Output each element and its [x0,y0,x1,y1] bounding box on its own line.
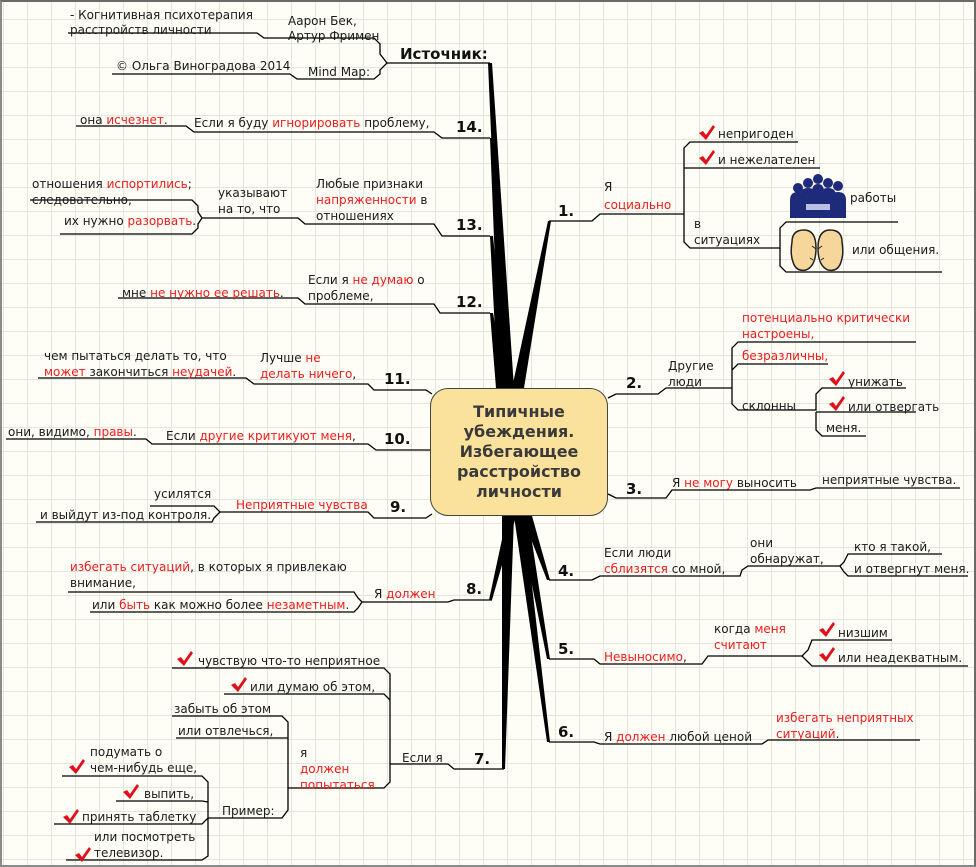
branch-7-think: или думаю об этом, [250,680,376,694]
branch-14-lead: Если я буду игнорировать проблему, [194,116,430,130]
branch-number-3: 3. [626,480,643,498]
branch-number-14: 14. [456,118,483,136]
branch-12-tail: мне не нужно ее решать. [122,286,284,300]
check-icon [829,396,845,411]
branch-number-11: 11. [384,370,411,388]
branch-11-lead: Лучше не делать ничего, [260,351,357,381]
branch-7-must: я должен попытаться [300,746,375,792]
branch-5-lead: Невыносимо, [604,650,687,664]
source-authors: Аарон Бек, Артур Фримен [288,14,380,43]
branch-5-inadequate: или неадекватным. [838,651,963,665]
branch-3-lead: Я не могу выносить [672,476,798,490]
branch-number-9: 9. [390,498,407,516]
branch-5-lower: низшим [838,626,888,640]
branch-4-they: они обнаружат, [750,536,824,566]
people-meeting-icon [790,174,846,218]
source-mindmap-author: © Ольга Виноградова 2014 [116,59,291,73]
branch-number-6: 6. [558,723,575,741]
branch-2-inclined: склонны [742,399,797,413]
branch-1-item-unwanted: и нежелателен [718,153,816,167]
source-book-title: - Когнитивная психотерапия расстройств л… [70,8,253,37]
branch-8-tail-1: избегать ситуаций, в которых я привлекаю… [70,560,347,590]
branch-9-tail-2: и выйдут из-под контроля. [40,508,212,522]
branch-13-tail-1: отношения испортились; следовательно, [32,177,192,207]
spoke-6 [514,516,550,742]
branch-3-tail: неприятные чувства. [822,473,957,487]
branch-number-4: 4. [558,562,575,580]
branch-7-feel: чувствую что-то неприятное [198,654,381,668]
branch-6-lead: Я должен любой ценой [604,730,752,744]
branch-4-reject: и отвергнут меня. [854,562,970,576]
branch-6-tail: избегать неприятных ситуаций. [776,711,914,741]
branch-2-reject: или отвергать [848,400,940,414]
branch-7-example-label: Пример: [222,804,275,818]
branch-11-tail: чем пытаться делать то, что может законч… [44,349,237,379]
branch-2-lead: Другие люди [668,359,714,389]
spoke-12 [490,313,506,388]
branch-7-example-1: подумать о чем-нибудь еще, [90,745,198,775]
branch-13-mid: указывают на то, что [218,186,288,216]
branch-number-13: 13. [456,216,483,234]
branch-number-2: 2. [626,374,643,392]
branch-number-10: 10. [384,430,411,448]
spoke-13 [490,236,508,388]
spoke-7 [502,516,514,769]
branch-13-lead: Любые признаки напряженности в отношения… [316,177,428,223]
check-icon [69,759,85,774]
branch-12-lead: Если я не думаю о проблеме, [308,273,425,303]
branch-13-tail-2: их нужно разорвать. [64,214,197,228]
branch-8-tail-2: или быть как можно более незаметным. [92,598,350,612]
check-icon [63,809,79,824]
branch-number-5: 5. [558,640,575,658]
check-icon [177,651,193,666]
branch-5-when: когда меня считают [714,622,786,652]
branch-14-tail: она исчезнет. [80,113,168,127]
spoke-1 [512,221,551,388]
check-icon [231,677,247,692]
central-topic[interactable]: Типичные убеждения. Избегающее расстройс… [430,388,608,516]
check-icon [123,784,139,799]
branch-7-distract: или отвлечься, [178,724,274,738]
branch-7-example-4: или посмотреть телевизор. [94,830,196,860]
branch-number-7: 7. [474,750,491,768]
check-icon [829,371,845,386]
branch-1-communication: или общения. [852,243,940,257]
check-icon [819,647,835,662]
check-icon [699,150,715,165]
branch-1-in-situations: в ситуациях [694,217,761,247]
branch-9-lead: Неприятные чувства [236,498,368,512]
check-icon [819,622,835,637]
branch-2-humiliate: унижать [848,375,903,389]
branch-4-who: кто я такой, [854,540,931,554]
branch-7-example-3: принять таблетку [82,810,197,824]
branch-number-1: 1. [558,202,575,220]
branch-1-work: работы [850,191,897,205]
branch-2-me: меня. [826,421,862,435]
spoke-8 [489,516,516,600]
branch-2-indifferent: безразличны, [742,349,829,363]
branch-number-12: 12. [456,293,483,311]
source-header: Источник: [400,45,488,63]
branch-number-8: 8. [466,580,483,598]
branch-10-tail: они, видимо, правы. [8,425,137,439]
check-icon [75,847,91,862]
branch-7-forget: забыть об этом [174,702,272,716]
source-mindmap-label: Mind Map: [308,65,371,79]
branch-1-item-unfit: непригоден [718,127,794,141]
branch-2-critical: потенциально критически настроены, [742,311,911,341]
branch-7-lead: Если я [402,751,443,765]
branch-10-lead: Если другие критикуют меня, [166,429,356,443]
check-icon [699,125,715,140]
spoke-source [488,63,514,388]
branch-8-lead: Я должен [374,587,436,601]
spoke-14 [490,138,510,388]
branch-9-tail-1: усилятся [154,487,212,501]
faces-icon [790,229,844,272]
branch-7-example-2: выпить, [144,787,195,801]
